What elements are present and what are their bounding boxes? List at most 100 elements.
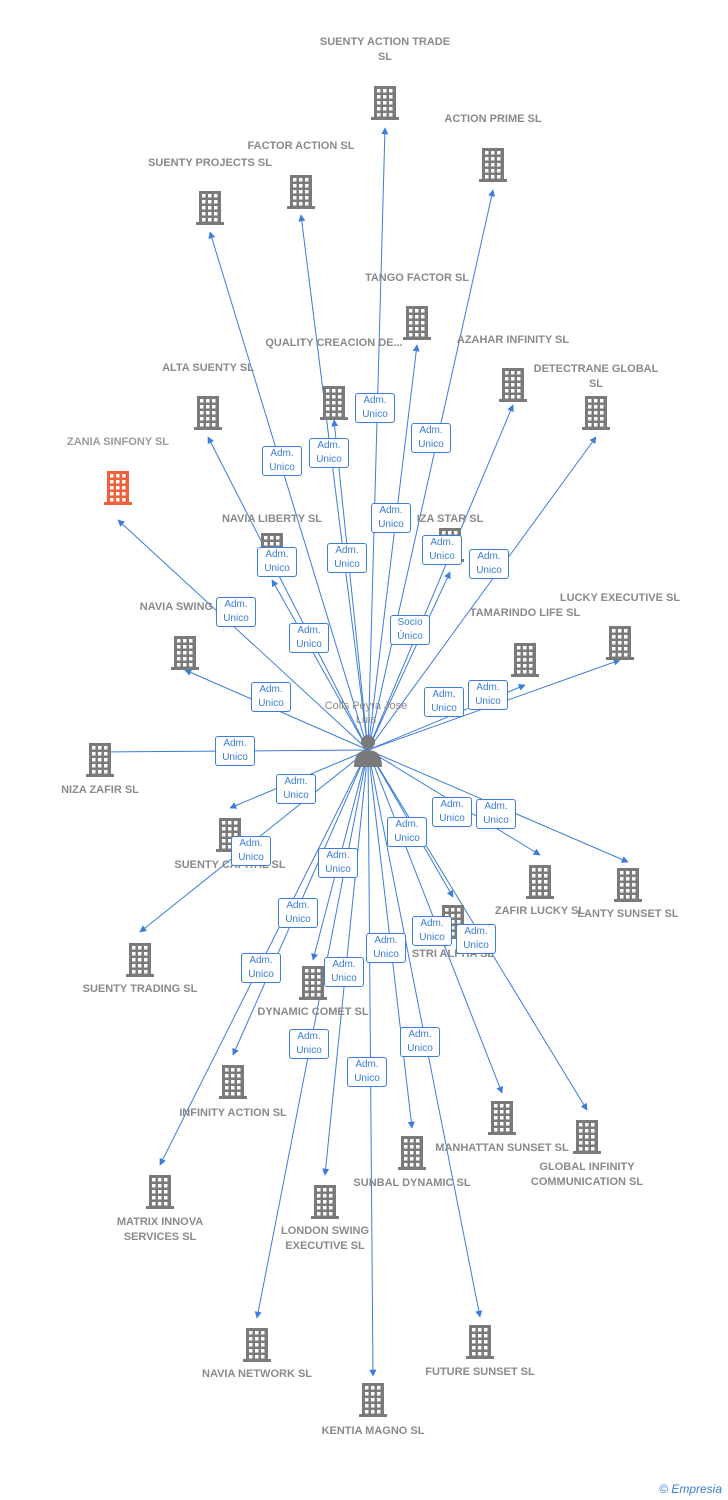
- building-icon[interactable]: [243, 1328, 271, 1362]
- company-label[interactable]: SUNBAL DYNAMIC SL: [353, 1177, 471, 1189]
- brand-name: Empresia: [671, 1482, 722, 1496]
- company-label[interactable]: NIZA ZAFIR SL: [61, 784, 139, 796]
- relation-badge[interactable]: Adm. Unico: [241, 953, 281, 983]
- edge-line: [367, 436, 597, 751]
- relation-badge[interactable]: Adm. Unico: [257, 547, 297, 577]
- relation-badge[interactable]: Adm. Unico: [412, 916, 452, 946]
- building-icon[interactable]: [526, 865, 554, 899]
- relation-badge[interactable]: Adm. Unico: [371, 503, 411, 533]
- building-icon[interactable]: [194, 396, 222, 430]
- relation-badge[interactable]: Adm. Unico: [456, 924, 496, 954]
- edge-line: [367, 344, 420, 751]
- relation-badge[interactable]: Adm. Unico: [355, 393, 395, 423]
- company-label[interactable]: INFINITY ACTION SL: [179, 1107, 287, 1119]
- company-label[interactable]: LUCKY EXECUTIVE SL: [559, 592, 681, 604]
- company-label[interactable]: SUENTY PROJECTS SL: [148, 157, 272, 169]
- building-icon[interactable]: [606, 626, 634, 660]
- company-label[interactable]: FUTURE SUNSET SL: [425, 1366, 535, 1378]
- building-icon[interactable]: [466, 1325, 494, 1359]
- company-label[interactable]: IZA STAR SL: [416, 513, 484, 525]
- relation-badge[interactable]: Adm. Unico: [432, 797, 472, 827]
- building-icon[interactable]: [287, 175, 315, 209]
- building-icon[interactable]: [582, 396, 610, 430]
- edge-line: [208, 231, 369, 751]
- building-icon[interactable]: [104, 471, 132, 505]
- center-person-label[interactable]: Colls Peyra Jose Luis: [316, 699, 416, 727]
- relation-badge[interactable]: Adm. Unico: [289, 1029, 329, 1059]
- building-icon[interactable]: [311, 1185, 339, 1219]
- company-label[interactable]: SUENTY ACTION TRADE SL: [319, 36, 451, 63]
- building-icon[interactable]: [146, 1175, 174, 1209]
- relation-badge[interactable]: Adm. Unico: [262, 446, 302, 476]
- relation-badge[interactable]: Adm. Unico: [215, 736, 255, 766]
- relation-badge[interactable]: Adm. Unico: [318, 848, 358, 878]
- relation-badge[interactable]: Adm. Unico: [400, 1027, 440, 1057]
- building-icon[interactable]: [86, 743, 114, 777]
- edge-line: [367, 571, 451, 751]
- relation-badge[interactable]: Adm. Unico: [422, 535, 462, 565]
- building-icon[interactable]: [573, 1120, 601, 1154]
- company-label[interactable]: MANHATTAN SUNSET SL: [435, 1142, 569, 1154]
- building-icon[interactable]: [171, 636, 199, 670]
- relation-badge[interactable]: Adm. Unico: [251, 682, 291, 712]
- company-label[interactable]: DYNAMIC COMET SL: [257, 1006, 369, 1018]
- edge-line: [117, 519, 369, 751]
- company-label[interactable]: ZANIA SINFONY SL: [66, 436, 170, 448]
- relation-badge[interactable]: Adm. Unico: [411, 423, 451, 453]
- company-label[interactable]: NAVIA LIBERTY SL: [221, 513, 323, 525]
- relation-badge[interactable]: Adm. Unico: [424, 687, 464, 717]
- relation-badge[interactable]: Adm. Unico: [276, 774, 316, 804]
- relation-badge[interactable]: Adm. Unico: [387, 817, 427, 847]
- relation-badge[interactable]: Adm. Unico: [309, 438, 349, 468]
- building-icon[interactable]: [398, 1136, 426, 1170]
- company-label[interactable]: TANGO FACTOR SL: [364, 272, 470, 284]
- building-icon[interactable]: [403, 306, 431, 340]
- edge-line: [207, 436, 369, 751]
- company-label[interactable]: NAVIA SWING SL: [139, 601, 231, 613]
- company-label[interactable]: FACTOR ACTION SL: [247, 140, 355, 152]
- edge-line: [331, 419, 369, 751]
- building-icon[interactable]: [219, 1065, 247, 1099]
- footer-brand: © Empresia: [659, 1482, 722, 1496]
- building-icon[interactable]: [196, 191, 224, 225]
- building-icon[interactable]: [499, 368, 527, 402]
- building-icon[interactable]: [126, 943, 154, 977]
- company-label[interactable]: ZAFIR LUCKY SL: [494, 905, 586, 917]
- building-icon[interactable]: [479, 148, 507, 182]
- company-label[interactable]: DETECTRANE GLOBAL SL: [533, 363, 659, 390]
- company-label[interactable]: SUENTY TRADING SL: [82, 983, 198, 995]
- relation-badge[interactable]: Adm. Unico: [347, 1057, 387, 1087]
- building-icon[interactable]: [511, 643, 539, 677]
- building-icon[interactable]: [614, 868, 642, 902]
- building-icon[interactable]: [488, 1101, 516, 1135]
- relation-badge[interactable]: Adm. Unico: [324, 957, 364, 987]
- company-label[interactable]: SUENTY CAPITAL SL: [174, 859, 286, 871]
- relation-badge[interactable]: Adm. Unico: [289, 623, 329, 653]
- company-label[interactable]: MATRIX INNOVA SERVICES SL: [116, 1216, 204, 1243]
- company-label[interactable]: TAMARINDO LIFE SL: [469, 607, 581, 619]
- company-label[interactable]: NAVIA NETWORK SL: [202, 1368, 312, 1380]
- company-label[interactable]: ALTA SUENTY SL: [162, 362, 254, 374]
- company-label[interactable]: LANTY SUNSET SL: [577, 908, 679, 920]
- company-label[interactable]: QUALITY CREACION DE...: [265, 337, 403, 349]
- company-label[interactable]: GLOBAL INFINITY COMMUNICATION SL: [530, 1161, 644, 1188]
- relation-badge[interactable]: Adm. Unico: [327, 543, 367, 573]
- company-label[interactable]: ACTION PRIME SL: [444, 113, 542, 125]
- building-icon[interactable]: [320, 386, 348, 420]
- relation-badge[interactable]: Adm. Unico: [468, 680, 508, 710]
- relation-badge[interactable]: Adm. Unico: [216, 597, 256, 627]
- relation-badge[interactable]: Adm. Unico: [476, 799, 516, 829]
- relation-badge[interactable]: Adm. Unico: [366, 933, 406, 963]
- building-icon[interactable]: [371, 86, 399, 120]
- relation-badge[interactable]: Adm. Unico: [469, 549, 509, 579]
- building-icon[interactable]: [299, 966, 327, 1000]
- company-label[interactable]: LONDON SWING EXECUTIVE SL: [281, 1225, 369, 1252]
- person-icon[interactable]: [354, 735, 382, 767]
- relation-badge[interactable]: Socio Único: [390, 615, 430, 645]
- company-label[interactable]: KENTIA MAGNO SL: [321, 1425, 425, 1437]
- relation-badge[interactable]: Adm. Unico: [278, 898, 318, 928]
- company-label[interactable]: AZAHAR INFINITY SL: [456, 334, 570, 346]
- building-icon[interactable]: [359, 1383, 387, 1417]
- relation-badge[interactable]: Adm. Unico: [231, 836, 271, 866]
